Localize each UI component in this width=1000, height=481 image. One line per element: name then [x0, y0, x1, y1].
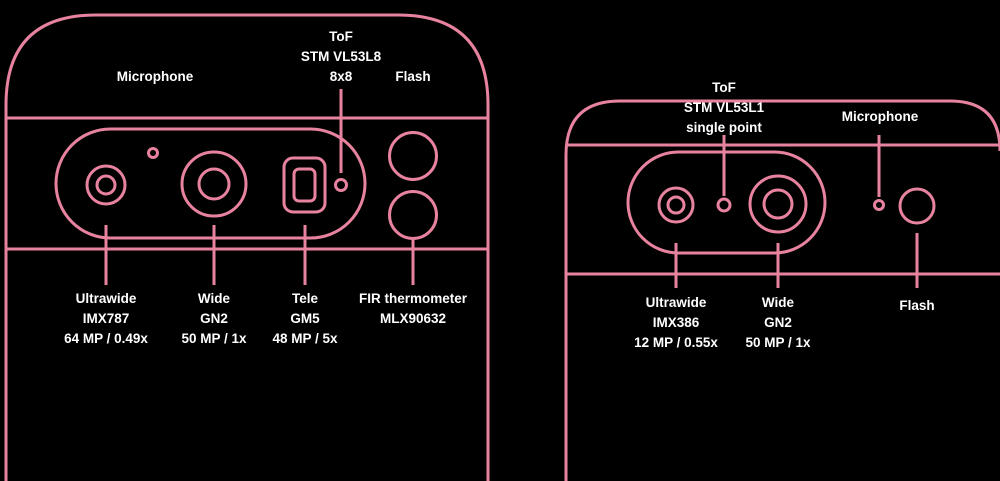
left-wide-label: Wide GN2 50 MP / 1x [181, 291, 247, 346]
left-tele-label: Tele GM5 48 MP / 5x [272, 291, 338, 346]
right-ultrawide-lens-inner [666, 195, 686, 215]
right-wide-lens-inner [762, 188, 794, 220]
left-thermometer-label: FIR thermometer MLX90632 [358, 291, 468, 326]
right-ultrawide-lens-outer [657, 186, 695, 224]
left-ultrawide-lens-outer [85, 164, 127, 206]
left-wide-lens-outer [180, 150, 248, 218]
left-fir-thermometer [388, 190, 438, 240]
left-flash [388, 131, 438, 181]
right-flash-label: Flash [899, 298, 935, 313]
left-flash-label: Flash [395, 69, 431, 84]
right-tof-sensor [716, 197, 732, 213]
right-phone-outline [564, 99, 1000, 481]
left-tele-window-outer [282, 156, 327, 214]
left-tele-window-inner [292, 167, 317, 203]
left-ultrawide-label: Ultrawide IMX787 64 MP / 0.49x [64, 291, 148, 346]
left-ultrawide-lens-inner [95, 174, 117, 196]
right-wide-lens-outer [748, 174, 808, 234]
left-tof-sensor [334, 178, 348, 192]
left-camera-pill [54, 127, 367, 240]
right-microphone-hole [873, 199, 885, 211]
left-microphone-hole [147, 147, 159, 159]
right-camera-pill [626, 150, 827, 255]
right-flash [898, 187, 936, 225]
right-wide-label: Wide GN2 50 MP / 1x [745, 295, 811, 350]
left-wide-lens-inner [197, 167, 231, 201]
right-microphone-label: Microphone [841, 109, 919, 124]
right-tof-label: ToF STM VL53L1 single point [683, 80, 765, 135]
left-microphone-label: Microphone [116, 69, 194, 84]
left-tof-label: ToF STM VL53L8 8x8 [300, 29, 382, 84]
left-phone-outline [4, 13, 490, 481]
right-ultrawide-label: Ultrawide IMX386 12 MP / 0.55x [634, 295, 718, 350]
